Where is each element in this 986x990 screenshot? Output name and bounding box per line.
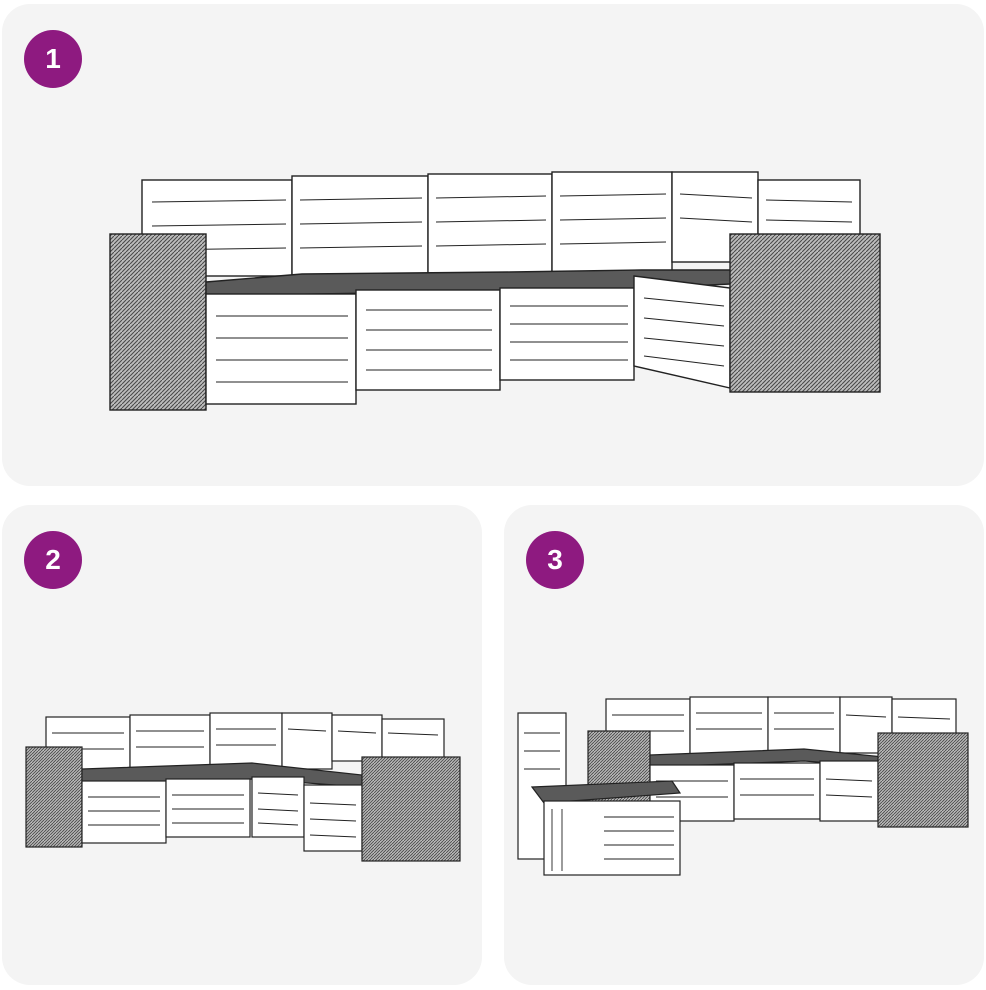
step-2-badge: 2 bbox=[24, 531, 82, 589]
sofa-set-with-table-icon bbox=[517, 696, 969, 876]
step-3-badge: 3 bbox=[526, 531, 584, 589]
sofa-set-corner-icon bbox=[25, 712, 461, 862]
step-1-panel: 1 bbox=[2, 4, 984, 486]
step-1-badge: 1 bbox=[24, 30, 82, 88]
step-2-panel: 2 bbox=[2, 505, 482, 985]
step-3-panel: 3 bbox=[504, 505, 984, 985]
sofa-set-6-piece-icon bbox=[109, 171, 881, 411]
